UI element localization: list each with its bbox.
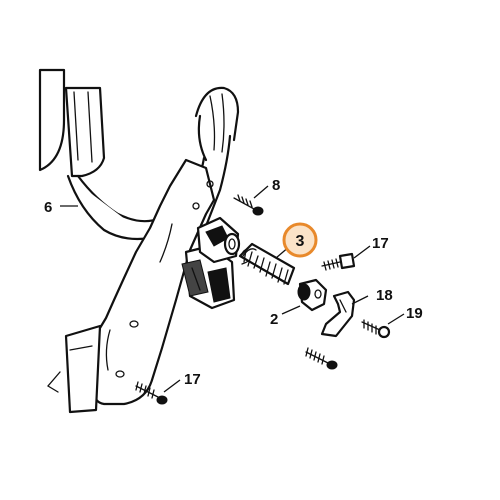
lever-18 bbox=[320, 290, 356, 338]
callout-2: 2 bbox=[270, 311, 278, 328]
leader-lines bbox=[60, 185, 405, 393]
screw-17-bottom bbox=[135, 381, 168, 405]
callout-18: 18 bbox=[376, 287, 393, 304]
mounting-arm bbox=[47, 158, 216, 414]
screw-19 bbox=[361, 319, 391, 339]
knob-2 bbox=[297, 278, 328, 312]
callout-6: 6 bbox=[44, 199, 52, 216]
callout-17-right: 17 bbox=[372, 235, 389, 252]
spring-3 bbox=[238, 242, 296, 286]
callout-19: 19 bbox=[406, 305, 423, 322]
screw-8 bbox=[233, 194, 264, 216]
highlight-badge bbox=[282, 222, 318, 258]
screw-17-lower-mid bbox=[305, 347, 338, 370]
trigger-housing bbox=[181, 216, 241, 310]
callout-8: 8 bbox=[272, 177, 280, 194]
callout-3: 3 bbox=[296, 233, 305, 250]
screw-17-right bbox=[321, 252, 356, 271]
callout-17-bottom: 17 bbox=[184, 371, 201, 388]
handle-frame bbox=[38, 68, 240, 241]
